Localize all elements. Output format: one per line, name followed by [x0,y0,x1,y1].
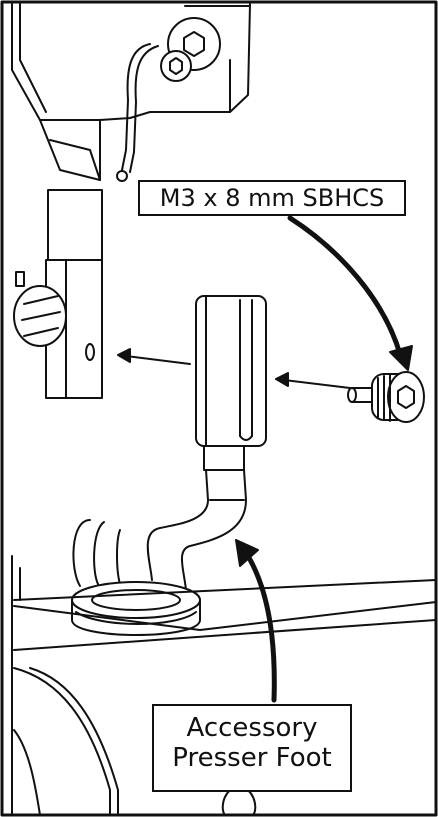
presser-foot-callout-line2: Presser Foot [172,742,332,773]
screw-callout-label: M3 x 8 mm SBHCS [138,180,406,216]
presser-foot-callout-label: Accessory Presser Foot [152,704,352,792]
arrow-screw-to-shank [275,372,351,389]
presser-bar [45,189,103,399]
side-thumbscrew [13,271,67,347]
m3-screw [347,371,425,423]
arrow-to-bar [117,348,191,365]
leader-screw-callout [287,215,413,371]
machine-head [11,3,251,182]
foot-shank [71,295,267,636]
presser-foot-callout-line1: Accessory [186,713,318,743]
leader-foot-callout [235,539,277,703]
machine-bed [11,539,437,816]
